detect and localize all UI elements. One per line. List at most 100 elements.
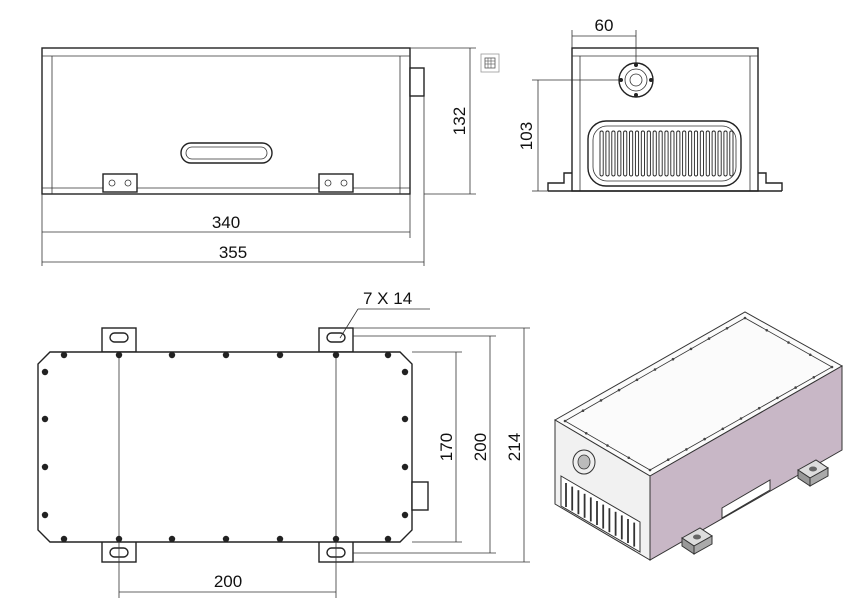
vent-fin <box>705 130 710 177</box>
dim-top-hole-spacing: 200 <box>214 572 242 591</box>
screw-hole <box>115 535 123 543</box>
iso-screw <box>812 376 816 379</box>
screw-hole <box>401 368 409 376</box>
screw-hole <box>60 351 68 359</box>
vent-fin <box>611 130 616 177</box>
vent-fin <box>617 130 622 177</box>
iso-side-face <box>649 365 843 561</box>
top-view-tab-top-left <box>101 327 137 353</box>
top-view-screws <box>41 351 409 543</box>
iso-screw <box>617 388 621 392</box>
top-view-tab-top-right <box>318 327 354 353</box>
dim-top-inner-width: 170 <box>437 433 456 461</box>
vent-fin <box>729 130 734 177</box>
side-view-vent-fins <box>599 130 734 177</box>
vent-fin <box>711 130 716 177</box>
vent-fin <box>717 130 722 177</box>
isometric-view <box>554 311 844 561</box>
frame-select-icon[interactable] <box>480 53 500 73</box>
top-view-body <box>37 351 413 543</box>
iso-screw <box>685 448 688 451</box>
screw-hole <box>276 351 284 359</box>
screw-hole <box>401 415 409 423</box>
screw-hole <box>41 415 49 423</box>
screw-hole <box>41 511 49 519</box>
screw-hole <box>222 535 230 543</box>
screw-hole <box>401 463 409 471</box>
dim-mount-slot: 7 X 14 <box>363 289 412 308</box>
front-view-connector <box>409 67 425 97</box>
iso-screw <box>725 327 729 330</box>
iso-screw <box>707 337 711 340</box>
iso-screw <box>648 468 652 472</box>
iso-handle-slot <box>721 479 771 519</box>
iso-screw <box>599 399 603 402</box>
iso-screw <box>627 456 631 460</box>
screw-hole <box>41 463 49 471</box>
side-view-flange-left <box>547 172 572 191</box>
iso-vent-grille <box>560 475 641 553</box>
iso-screw <box>563 419 567 423</box>
vent-fin <box>623 130 628 177</box>
iso-screw <box>776 396 779 400</box>
screw-hole <box>41 368 49 376</box>
screw-hole <box>401 511 409 519</box>
vent-fin <box>664 130 669 177</box>
vent-fin <box>699 130 704 177</box>
dim-side-connector-height: 103 <box>517 122 536 150</box>
vent-fin <box>658 130 663 177</box>
screw-hole <box>115 351 123 359</box>
dim-top-body-width: 200 <box>471 433 490 461</box>
screw-hole <box>168 351 176 359</box>
vent-fin <box>646 130 651 177</box>
dim-top-overall-width: 214 <box>505 433 524 461</box>
front-view-body <box>41 47 411 195</box>
dim-side-connector-offset: 60 <box>595 16 614 35</box>
iso-screw <box>703 437 706 441</box>
iso-screws <box>563 316 834 472</box>
iso-screw <box>808 353 812 357</box>
iso-screw <box>794 386 797 389</box>
iso-screw <box>581 409 585 413</box>
iso-screw <box>757 406 761 410</box>
vent-fin <box>640 130 645 177</box>
vent-fin <box>693 130 699 177</box>
screw-hole <box>60 535 68 543</box>
vent-fin <box>670 130 675 177</box>
top-view: 7 X 14 170 200 214 200 <box>37 289 530 598</box>
iso-foot-left <box>681 527 713 555</box>
vent-fin <box>652 130 657 177</box>
screw-hole <box>384 351 392 359</box>
dim-front-overall-width: 355 <box>219 243 247 262</box>
vent-fin <box>599 130 604 177</box>
iso-screw <box>635 378 639 382</box>
screw-hole <box>168 535 176 543</box>
front-view-foot-left <box>102 173 138 193</box>
iso-screw <box>743 316 747 320</box>
iso-connector <box>572 449 596 475</box>
vent-fin <box>629 130 634 177</box>
iso-screw <box>765 328 769 332</box>
iso-screw <box>666 458 670 462</box>
iso-screw <box>653 368 657 371</box>
iso-screw <box>671 357 675 361</box>
side-view: 60 103 <box>517 16 783 192</box>
vent-fin <box>688 130 693 177</box>
dim-front-inner-width: 340 <box>212 213 240 232</box>
vent-fin <box>682 130 687 177</box>
vent-fin <box>605 130 610 177</box>
front-view: 132 340 355 <box>41 47 476 266</box>
vent-fin <box>634 130 640 177</box>
iso-screw <box>606 444 609 447</box>
screw-hole <box>332 535 340 543</box>
iso-screw <box>721 427 725 431</box>
iso-foot-right <box>797 459 829 487</box>
front-view-foot-right <box>318 173 354 193</box>
iso-screw <box>584 431 588 435</box>
dim-front-height: 132 <box>450 107 469 135</box>
screw-hole <box>384 535 392 543</box>
vent-fin <box>676 130 681 177</box>
iso-screw <box>739 417 743 420</box>
side-view-connector <box>618 62 654 98</box>
